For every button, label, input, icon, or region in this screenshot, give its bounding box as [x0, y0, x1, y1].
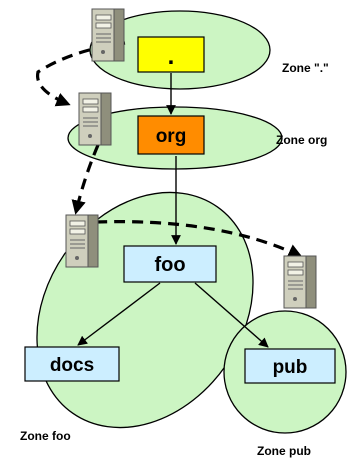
edge-foo-docs	[77, 282, 161, 346]
node-pub-box	[244, 348, 336, 384]
zone-pub-label: Zone pub	[257, 444, 311, 458]
node-docs-box	[24, 346, 120, 382]
node-org-box	[137, 115, 205, 155]
delegation-foo-pub	[95, 220, 303, 258]
node-root-label: .	[168, 43, 175, 70]
node-docs-label: docs	[50, 355, 94, 376]
node-foo-label: foo	[154, 254, 185, 276]
edge-foo-pub	[194, 282, 269, 348]
server-icon	[65, 214, 99, 268]
node-foo-box	[123, 245, 217, 283]
server-icon	[91, 8, 125, 62]
delegation-org-foo	[71, 144, 100, 215]
zone-root-label: Zone "."	[282, 61, 329, 75]
server-icon	[78, 92, 112, 146]
zone-org-label: Zone org	[276, 133, 327, 147]
node-root-box	[137, 36, 205, 73]
server-icon	[283, 255, 317, 309]
node-pub-label: pub	[273, 357, 308, 378]
zone-foo-label: Zone foo	[20, 429, 71, 443]
node-org-label: org	[156, 126, 187, 147]
